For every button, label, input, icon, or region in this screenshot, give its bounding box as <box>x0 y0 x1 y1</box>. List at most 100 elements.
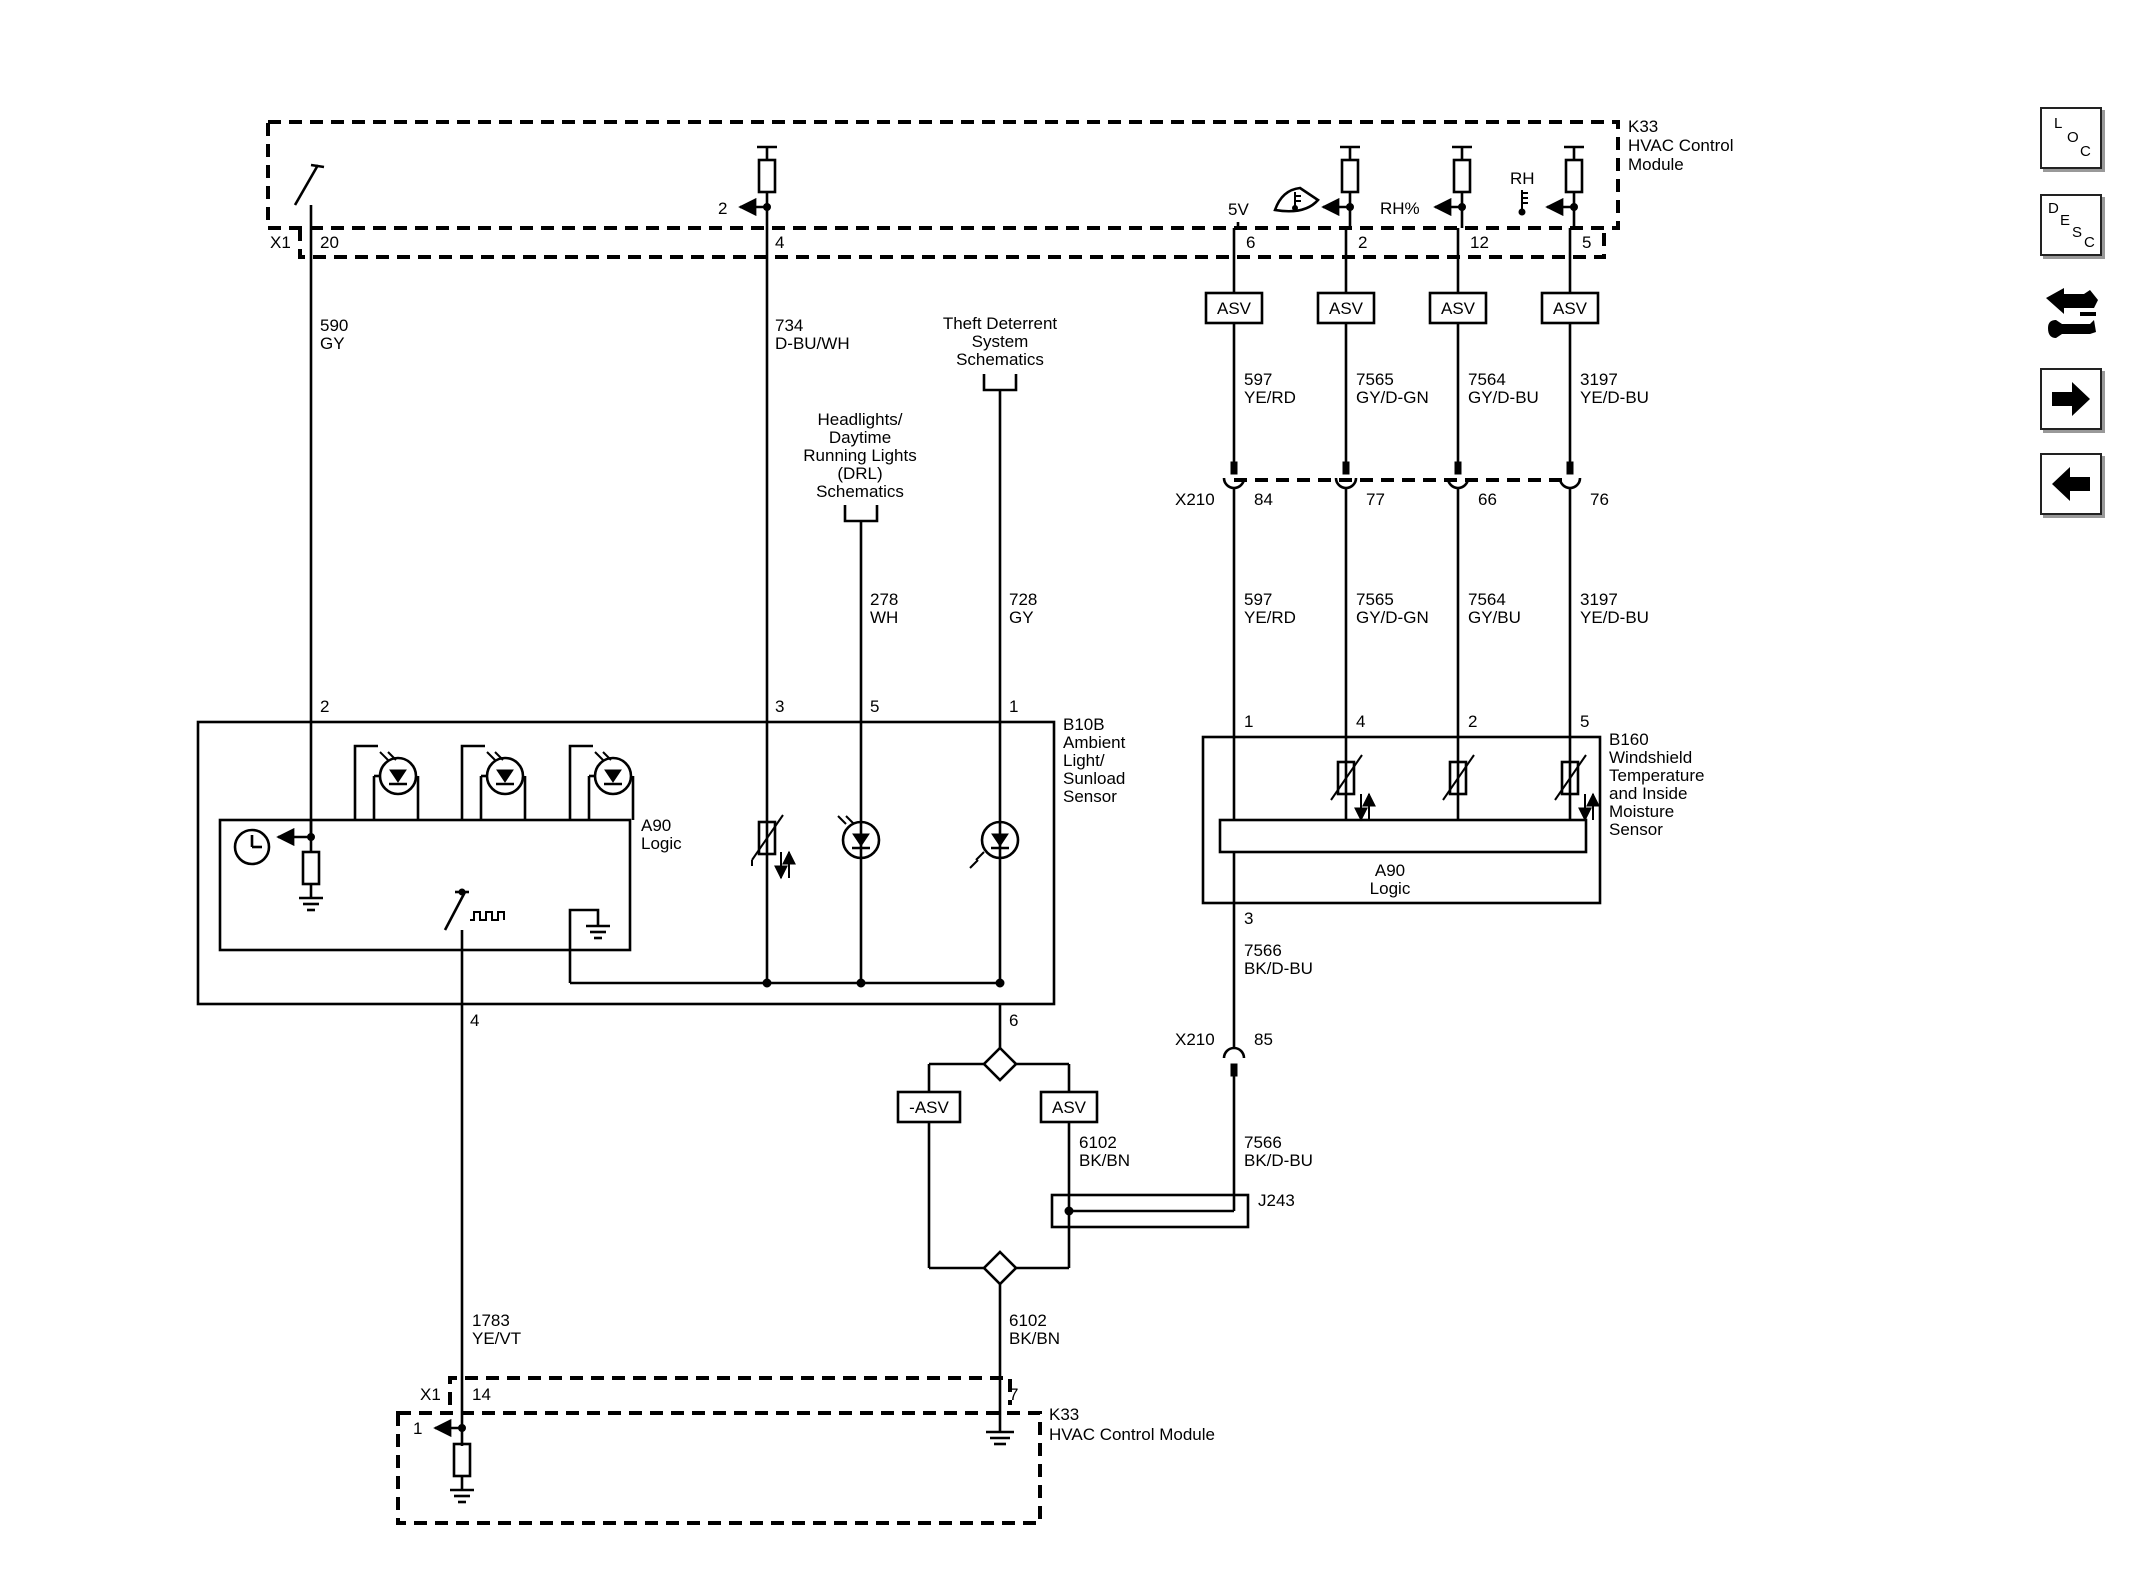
svg-text:Sensor: Sensor <box>1609 820 1663 839</box>
svg-text:K33: K33 <box>1049 1405 1079 1424</box>
svg-text:7566: 7566 <box>1244 1133 1282 1152</box>
svg-text:ASV: ASV <box>1441 299 1476 318</box>
svg-text:BK/BN: BK/BN <box>1009 1329 1060 1348</box>
svg-text:734: 734 <box>775 316 803 335</box>
clock-icon <box>233 827 315 866</box>
svg-text:J243: J243 <box>1258 1191 1295 1210</box>
svg-text:System: System <box>972 332 1029 351</box>
desc-button[interactable]: D E S C <box>2040 194 2102 256</box>
svg-text:3: 3 <box>1244 909 1253 928</box>
next-button[interactable] <box>2040 368 2102 430</box>
k33-top-id: K33 <box>1628 117 1658 136</box>
svg-text:84: 84 <box>1254 490 1273 509</box>
photodiode-icon <box>568 744 635 820</box>
svg-text:GY: GY <box>320 334 345 353</box>
splice-diamond <box>982 1046 1018 1082</box>
desc-icon-e: E <box>2060 212 2071 229</box>
svg-text:YE/D-BU: YE/D-BU <box>1580 388 1649 407</box>
svg-text:Daytime: Daytime <box>829 428 891 447</box>
svg-text:B10B: B10B <box>1063 715 1105 734</box>
previous-button[interactable] <box>2040 453 2102 515</box>
pullup-resistor-icon <box>738 145 777 228</box>
svg-text:GY/D-GN: GY/D-GN <box>1356 388 1429 407</box>
svg-text:GY/D-BU: GY/D-BU <box>1468 388 1539 407</box>
top-pin-5: 5 <box>1582 233 1591 252</box>
p5-rh-label: RH <box>1510 169 1535 188</box>
svg-text:7: 7 <box>1009 1385 1018 1404</box>
svg-text:Headlights/: Headlights/ <box>817 410 902 429</box>
p12-rh-percent-label: RH% <box>1380 199 1420 218</box>
loc-icon-o: O <box>2067 129 2079 146</box>
arrow-right-icon <box>2052 382 2090 416</box>
svg-text:2: 2 <box>1468 712 1477 731</box>
svg-text:GY/BU: GY/BU <box>1468 608 1521 627</box>
svg-text:GY: GY <box>1009 608 1034 627</box>
svg-text:X210: X210 <box>1175 490 1215 509</box>
right-upper-wiring: ASV ASV ASV ASV 597 YE/RD 7565 GY/D-GN 7… <box>1204 228 1649 462</box>
pin4-output-label: 2 <box>718 199 727 218</box>
svg-text:6102: 6102 <box>1009 1311 1047 1330</box>
svg-text:YE/RD: YE/RD <box>1244 388 1296 407</box>
pwm-switch-icon <box>443 888 505 1004</box>
svg-text:590: 590 <box>320 316 348 335</box>
lower-splice-network: -ASV ASV 6102 BK/BN 6102 BK/BN J243 <box>896 1004 1295 1405</box>
b10b-sensor: B10B Ambient Light/ Sunload Sensor 2 3 5… <box>196 697 1126 1030</box>
svg-text:2: 2 <box>320 697 329 716</box>
x210-pin85-connector: X210 85 <box>1175 1030 1273 1203</box>
svg-text:YE/D-BU: YE/D-BU <box>1580 608 1649 627</box>
svg-text:Temperature: Temperature <box>1609 766 1704 785</box>
desc-icon-d: D <box>2048 200 2059 217</box>
b160-border <box>1201 735 1602 905</box>
svg-text:4: 4 <box>1356 712 1365 731</box>
splice-diamond <box>982 1250 1018 1286</box>
ground-icon <box>986 1405 1014 1446</box>
svg-text:-ASV: -ASV <box>909 1098 949 1117</box>
x1-top-connector-border <box>298 228 1606 259</box>
switch-icon <box>293 163 325 228</box>
wire-7566-upper: 7566 BK/D-BU <box>1244 941 1313 978</box>
svg-text:Running Lights: Running Lights <box>803 446 916 465</box>
svg-text:14: 14 <box>472 1385 491 1404</box>
arrow-left-icon <box>2052 467 2090 501</box>
wire-590: 590 GY <box>309 228 348 836</box>
svg-text:3197: 3197 <box>1580 370 1618 389</box>
svg-text:4: 4 <box>470 1011 479 1030</box>
connector-tool-button[interactable] <box>2040 278 2102 348</box>
svg-text:YE/RD: YE/RD <box>1244 608 1296 627</box>
top-pin-20: 20 <box>320 233 339 252</box>
svg-text:and Inside: and Inside <box>1609 784 1687 803</box>
svg-text:ASV: ASV <box>1553 299 1588 318</box>
svg-text:7566: 7566 <box>1244 941 1282 960</box>
svg-text:85: 85 <box>1254 1030 1273 1049</box>
svg-text:(DRL): (DRL) <box>837 464 882 483</box>
svg-text:BK/BN: BK/BN <box>1079 1151 1130 1170</box>
p6-5v-label: 5V <box>1228 200 1249 219</box>
top-pin-12: 12 <box>1470 233 1489 252</box>
wire-734: 734 D-BU/WH <box>765 228 850 983</box>
svg-text:77: 77 <box>1366 490 1385 509</box>
svg-text:1: 1 <box>413 1419 422 1438</box>
k33-bottom-module: X1 14 7 K33 HVAC Control Module 1 <box>396 1376 1215 1525</box>
svg-text:GY/D-GN: GY/D-GN <box>1356 608 1429 627</box>
svg-text:HVAC Control Module: HVAC Control Module <box>1049 1425 1215 1444</box>
svg-text:X1: X1 <box>420 1385 441 1404</box>
humidity-sensor-icon <box>1518 190 1528 216</box>
a90-right-logic-box <box>1218 818 1588 854</box>
svg-text:597: 597 <box>1244 590 1272 609</box>
svg-text:6: 6 <box>1009 1011 1018 1030</box>
wire-7566-lower: 7566 BK/D-BU <box>1244 1133 1313 1170</box>
svg-text:Light/: Light/ <box>1063 751 1105 770</box>
svg-text:728: 728 <box>1009 590 1037 609</box>
svg-text:Logic: Logic <box>1370 879 1411 898</box>
svg-text:Schematics: Schematics <box>956 350 1044 369</box>
j243-splice-block <box>1050 1193 1250 1229</box>
b160-sensor: B160 Windshield Temperature and Inside M… <box>1201 712 1704 1048</box>
loc-icon-c: C <box>2080 143 2091 160</box>
svg-text:Moisture: Moisture <box>1609 802 1674 821</box>
svg-text:YE/VT: YE/VT <box>472 1329 521 1348</box>
top-pin-4: 4 <box>775 233 784 252</box>
led-icon <box>969 820 1020 869</box>
wire-278: 278 WH <box>870 590 898 627</box>
loc-button[interactable]: L O C <box>2040 107 2102 169</box>
